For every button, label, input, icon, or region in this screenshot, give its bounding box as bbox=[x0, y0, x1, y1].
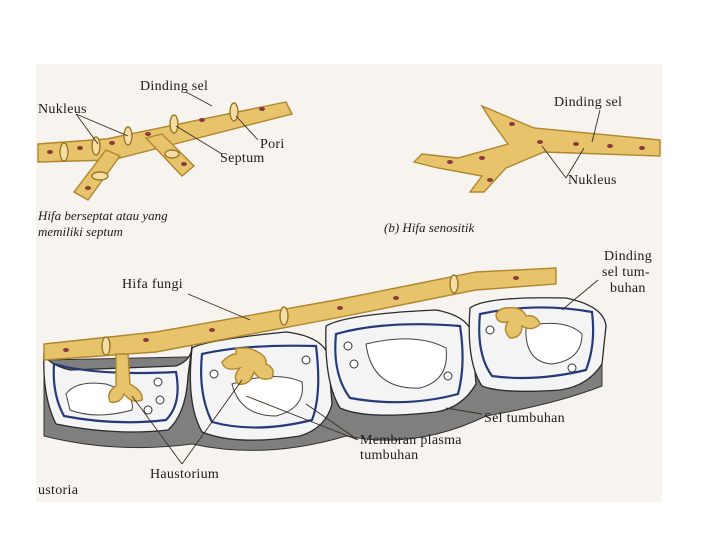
nucleus bbox=[513, 276, 519, 280]
label-plasma-membrane-1: Membran plasma bbox=[360, 433, 462, 448]
caption-septate-line2: memiliki septum bbox=[38, 224, 123, 239]
nucleus bbox=[393, 296, 399, 300]
organelle bbox=[144, 406, 152, 414]
septum bbox=[170, 115, 178, 133]
nucleus bbox=[109, 141, 115, 145]
nucleus bbox=[639, 146, 645, 150]
organelle bbox=[568, 364, 576, 372]
label-cell-wall-a: Dinding sel bbox=[140, 79, 208, 94]
organelle bbox=[486, 326, 494, 334]
nucleus bbox=[209, 328, 215, 332]
nucleus bbox=[47, 150, 53, 154]
nucleus bbox=[181, 162, 187, 166]
caption-coenocytic: (b) Hifa senositik bbox=[384, 220, 474, 235]
septum bbox=[280, 307, 288, 325]
septum bbox=[60, 143, 68, 161]
nucleus bbox=[143, 338, 149, 342]
label-cell-wall-b: Dinding sel bbox=[554, 95, 622, 110]
label-fungal-hypha: Hifa fungi bbox=[122, 277, 183, 292]
nucleus bbox=[77, 146, 83, 150]
nucleus bbox=[573, 142, 579, 146]
label-haustorium: Haustorium bbox=[150, 467, 219, 482]
label-pore: Pori bbox=[260, 137, 285, 152]
nucleus bbox=[63, 348, 69, 352]
label-nucleus-a: Nukleus bbox=[38, 102, 87, 117]
label-septum: Septum bbox=[220, 151, 265, 166]
organelle bbox=[444, 372, 452, 380]
label-haustoria-cut: ustoria bbox=[38, 483, 79, 498]
nucleus bbox=[537, 140, 543, 144]
label-plasma-membrane-2: tumbuhan bbox=[360, 448, 418, 463]
organelle bbox=[350, 360, 358, 368]
nucleus bbox=[259, 107, 265, 111]
nucleus bbox=[607, 144, 613, 148]
nucleus bbox=[509, 122, 515, 126]
label-plant-cell-wall-2: sel tum- bbox=[602, 265, 650, 280]
figure-canvas: Dinding sel Nukleus Pori Septum Hifa ber… bbox=[36, 64, 662, 502]
nucleus bbox=[447, 160, 453, 164]
nucleus bbox=[479, 156, 485, 160]
nucleus bbox=[337, 306, 343, 310]
septum bbox=[230, 103, 238, 121]
organelle bbox=[302, 356, 310, 364]
nucleus bbox=[145, 132, 151, 136]
septum bbox=[102, 337, 110, 355]
caption-septate-line1: Hifa berseptat atau yang bbox=[37, 208, 168, 223]
nucleus bbox=[199, 118, 205, 122]
organelle bbox=[154, 378, 162, 386]
label-plant-cell-wall-1: Dinding bbox=[604, 249, 652, 264]
label-nucleus-b: Nukleus bbox=[568, 173, 617, 188]
septum bbox=[450, 275, 458, 293]
organelle bbox=[156, 396, 164, 404]
label-plant-cell: Sel tumbuhan bbox=[484, 411, 565, 426]
organelle bbox=[344, 342, 352, 350]
label-plant-cell-wall-3: buhan bbox=[610, 281, 646, 296]
nucleus bbox=[487, 178, 493, 182]
septum bbox=[92, 137, 100, 155]
fungal-hyphae-figure: Dinding sel Nukleus Pori Septum Hifa ber… bbox=[36, 64, 662, 502]
organelle bbox=[210, 370, 218, 378]
septum bbox=[92, 172, 108, 180]
septum bbox=[165, 150, 179, 158]
nucleus bbox=[85, 186, 91, 190]
